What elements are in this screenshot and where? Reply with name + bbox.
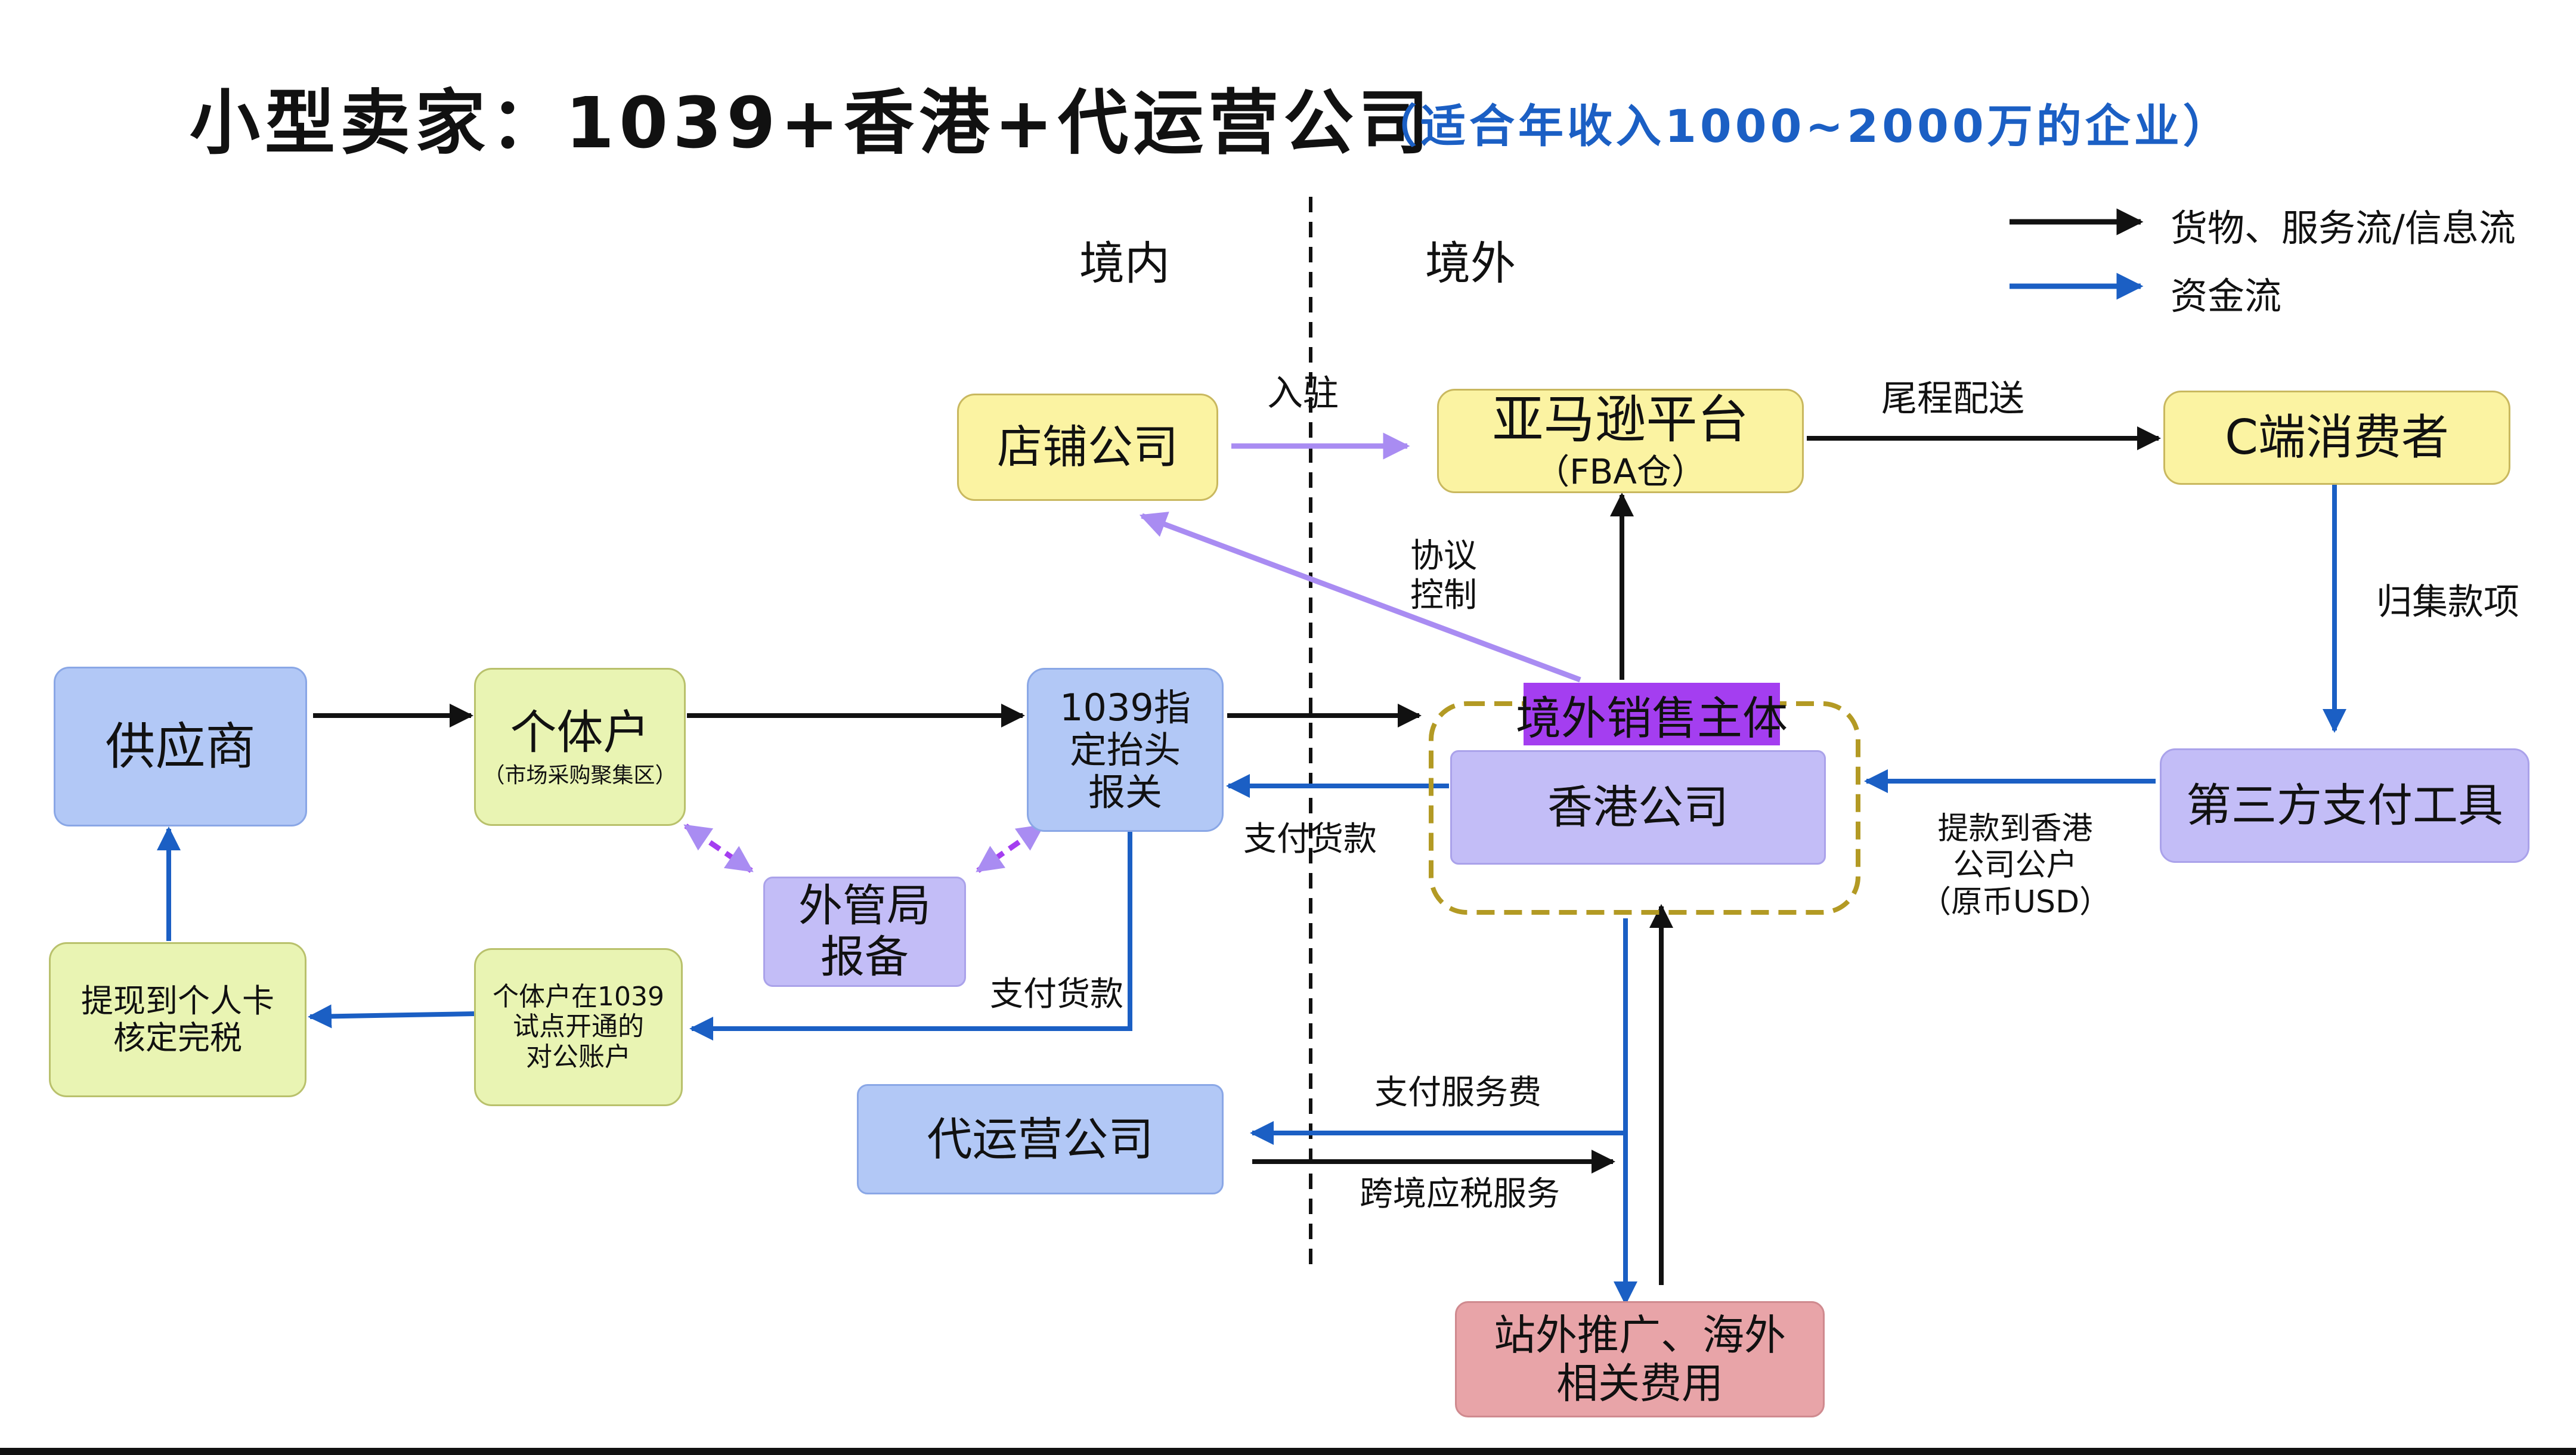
pay-goods-hk-label: 支付货款 bbox=[1243, 820, 1377, 859]
hk-company-label: 香港公司 bbox=[1547, 781, 1729, 834]
region-domestic-label: 境内 bbox=[1079, 237, 1170, 290]
operator-node: 代运营公司 bbox=[857, 1084, 1224, 1194]
forex-customs-arrow bbox=[976, 824, 1045, 873]
withdraw-hk-line2: 公司公户 bbox=[1953, 847, 2077, 884]
offsite-node: 站外推广、海外 相关费用 bbox=[1455, 1301, 1825, 1417]
collect-label: 归集款项 bbox=[2376, 581, 2519, 623]
amazon-sublabel: （FBA仓） bbox=[1535, 451, 1706, 493]
third-party-pay-node: 第三方支付工具 bbox=[2160, 748, 2529, 863]
offsite-line1: 站外推广、海外 bbox=[1494, 1311, 1786, 1360]
account-to-withdraw-arrow bbox=[308, 1004, 475, 1029]
withdraw-hk-label: 提款到香港 公司公户 （原币USD） bbox=[1920, 811, 2110, 921]
amazon-label: 亚马逊平台 bbox=[1492, 390, 1749, 450]
last-mile-label: 尾程配送 bbox=[1881, 378, 2024, 420]
entity-to-store-arrow bbox=[1139, 512, 1581, 683]
third-party-pay-label: 第三方支付工具 bbox=[2186, 779, 2503, 832]
settle-in-label: 入驻 bbox=[1267, 373, 1339, 414]
withdraw-hk-line1: 提款到香港 bbox=[1937, 811, 2093, 847]
operator-label: 代运营公司 bbox=[927, 1112, 1154, 1166]
overseas-entity-label: 境外销售主体 bbox=[1516, 683, 1788, 745]
forex-bureau-line2: 报备 bbox=[821, 931, 909, 983]
forex-bureau-node: 外管局 报备 bbox=[763, 877, 966, 987]
store-company-node: 店铺公司 bbox=[957, 394, 1218, 501]
public-account-line2: 试点开通的 bbox=[513, 1011, 644, 1042]
forex-bureau-line1: 外管局 bbox=[798, 880, 931, 932]
agreement-control-label: 协议 控制 bbox=[1410, 537, 1477, 615]
customs-to-account-arrow bbox=[689, 832, 1132, 1041]
legend-goods-flow: 货物、服务流/信息流 bbox=[2171, 206, 2516, 250]
public-account-line3: 对公账户 bbox=[526, 1041, 631, 1072]
public-account-node: 个体户在1039 试点开通的 对公账户 bbox=[474, 948, 683, 1106]
supplier-node: 供应商 bbox=[54, 667, 307, 826]
public-account-line1: 个体户在1039 bbox=[493, 981, 664, 1012]
withdraw-node: 提现到个人卡 核定完税 bbox=[49, 942, 306, 1097]
page-subtitle: （适合年收入1000~2000万的企业） bbox=[1371, 100, 2232, 153]
tax-service-label: 跨境应税服务 bbox=[1360, 1175, 1560, 1213]
withdraw-line2: 核定完税 bbox=[113, 1019, 242, 1057]
store-company-label: 店铺公司 bbox=[997, 420, 1178, 474]
customs-label-line1: 1039指 bbox=[1060, 685, 1191, 729]
customs-label-line2: 定抬头 bbox=[1069, 728, 1181, 772]
amazon-node: 亚马逊平台 （FBA仓） bbox=[1437, 389, 1804, 493]
customs-node: 1039指 定抬头 报关 bbox=[1027, 668, 1224, 832]
region-overseas-label: 境外 bbox=[1425, 237, 1516, 290]
bottom-rule bbox=[0, 1448, 2576, 1455]
page-title: 小型卖家：1039+香港+代运营公司 bbox=[190, 82, 1434, 164]
consumer-node: C端消费者 bbox=[2163, 391, 2510, 485]
individual-node: 个体户 （市场采购聚集区） bbox=[474, 668, 686, 826]
consumer-label: C端消费者 bbox=[2225, 410, 2449, 465]
offsite-line2: 相关费用 bbox=[1556, 1358, 1723, 1408]
individual-sublabel: （市场采购聚集区） bbox=[483, 763, 677, 788]
supplier-label: 供应商 bbox=[105, 717, 256, 776]
pay-service-label: 支付服务费 bbox=[1374, 1073, 1541, 1112]
pay-goods-account-label: 支付货款 bbox=[990, 975, 1123, 1014]
legend-money-flow: 资金流 bbox=[2171, 274, 2282, 318]
withdraw-hk-line3: （原币USD） bbox=[1920, 884, 2111, 920]
forex-individual-arrow bbox=[683, 824, 754, 873]
customs-label-line3: 报关 bbox=[1088, 770, 1162, 815]
hk-company-node: 香港公司 bbox=[1450, 750, 1826, 865]
individual-label: 个体户 bbox=[510, 705, 650, 760]
agreement-line2: 控制 bbox=[1410, 576, 1477, 615]
withdraw-line1: 提现到个人卡 bbox=[81, 982, 274, 1020]
agreement-line1: 协议 bbox=[1410, 537, 1477, 575]
